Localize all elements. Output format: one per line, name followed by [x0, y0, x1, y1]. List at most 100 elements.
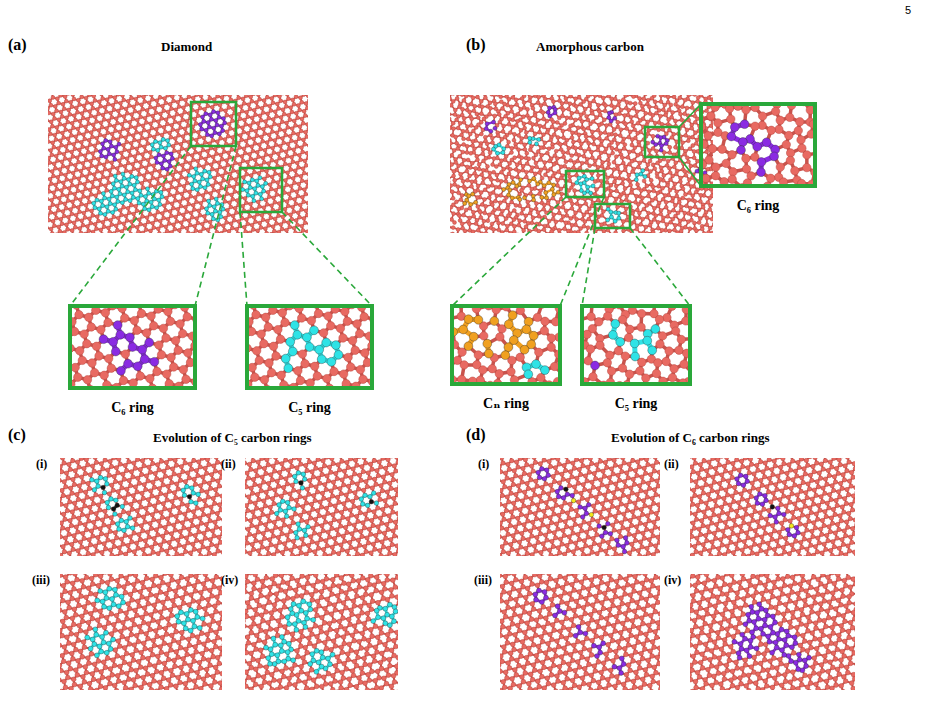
atom [101, 175, 105, 179]
atom [244, 95, 248, 98]
atom [166, 201, 170, 205]
atom [507, 97, 511, 101]
atom [250, 223, 254, 227]
atom [270, 158, 274, 162]
atom [493, 102, 497, 106]
atom [88, 188, 92, 192]
atom [100, 171, 104, 175]
atom [290, 127, 294, 131]
atom [108, 230, 112, 233]
atom [290, 110, 294, 114]
atom [575, 110, 579, 114]
atom [104, 184, 108, 188]
atom [61, 193, 65, 197]
atom [284, 133, 288, 137]
atom [141, 107, 145, 111]
atom [60, 160, 64, 164]
atom [184, 131, 188, 135]
atom [252, 95, 256, 96]
highlight-atom [150, 205, 154, 209]
atom [606, 166, 610, 170]
atom [288, 118, 292, 122]
atom [184, 205, 188, 209]
atom [507, 122, 511, 126]
atom [82, 211, 86, 215]
atom [68, 191, 72, 195]
atom [119, 151, 123, 155]
atom [522, 122, 526, 126]
atom [658, 114, 662, 118]
atom [69, 208, 73, 212]
atom [148, 179, 152, 183]
highlight-atom [211, 217, 215, 221]
atom [157, 231, 161, 233]
atom [278, 144, 282, 148]
atom [83, 137, 87, 141]
atom [67, 108, 71, 112]
atom [216, 173, 220, 177]
highlight-atom [200, 127, 204, 131]
atom [277, 202, 281, 206]
highlight-atom [113, 174, 117, 178]
atom [85, 129, 89, 133]
atom [66, 137, 70, 141]
atom [150, 97, 154, 101]
highlight-atom [143, 194, 147, 198]
atom [114, 224, 118, 228]
highlight-atom [114, 207, 118, 211]
atom [69, 179, 73, 183]
atom [285, 154, 289, 158]
atom [225, 130, 229, 134]
atom [208, 220, 212, 224]
atom [667, 118, 671, 122]
atom [302, 138, 306, 142]
atom [635, 110, 639, 114]
atom [49, 103, 53, 107]
highlight-atom [113, 203, 117, 207]
highlight-atom [106, 209, 110, 213]
atom [74, 135, 78, 139]
atom [93, 177, 97, 181]
atom [176, 207, 180, 211]
atom [120, 122, 124, 126]
atom [636, 131, 640, 135]
atom [195, 217, 199, 221]
atom [144, 149, 148, 153]
atom [96, 157, 100, 161]
atom [267, 162, 271, 166]
atom [517, 134, 521, 138]
atom [291, 131, 295, 135]
atom [283, 207, 287, 211]
atom [225, 192, 229, 196]
atom [186, 124, 190, 128]
atom [292, 119, 296, 123]
atom [101, 97, 105, 101]
atom [289, 106, 293, 110]
atom [67, 170, 71, 174]
atom [520, 97, 524, 101]
atom [48, 156, 51, 160]
atom [174, 186, 178, 190]
atom [163, 130, 167, 134]
atom [80, 173, 84, 177]
atom [667, 166, 671, 170]
atom [141, 186, 145, 190]
bond [100, 112, 224, 170]
atom [109, 218, 113, 222]
atom [212, 188, 216, 192]
atom [705, 150, 709, 154]
atom [84, 158, 88, 162]
atom [493, 114, 497, 118]
atom [149, 95, 153, 97]
atom [48, 132, 52, 136]
atom [285, 121, 289, 125]
atom [78, 103, 82, 107]
atom [235, 199, 239, 203]
atom [258, 205, 262, 209]
atom [588, 104, 592, 108]
atom [567, 146, 571, 150]
atom [106, 131, 110, 135]
atom [168, 102, 172, 106]
atom [172, 194, 176, 198]
atom [68, 129, 72, 133]
